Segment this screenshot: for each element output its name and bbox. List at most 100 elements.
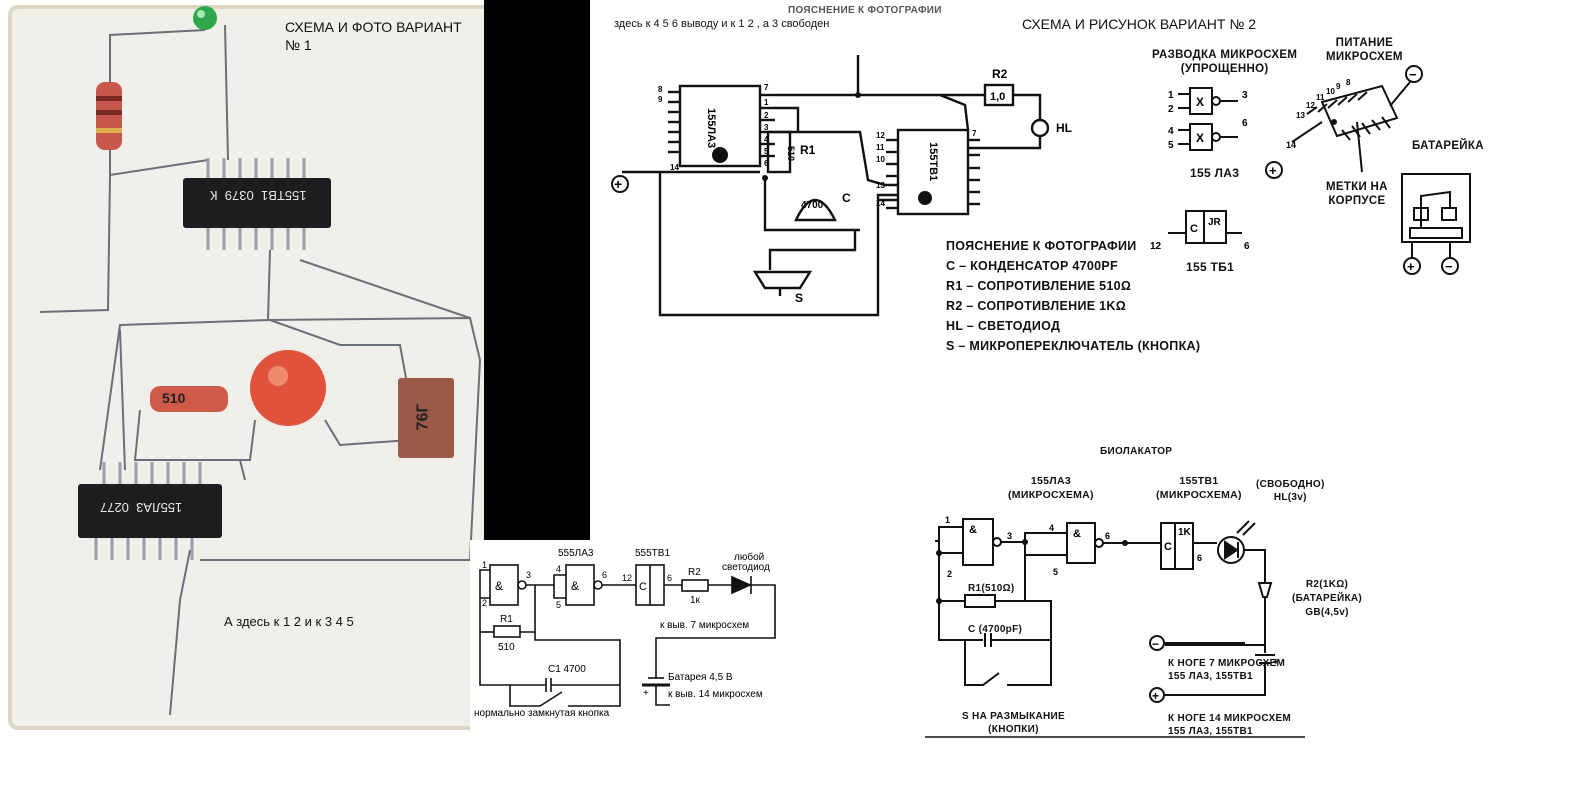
bio-chip1-caption: 155ЛА3 (МИКРОСХЕМА) (1008, 474, 1094, 502)
small-chip2-label: 555ТВ1 (635, 548, 670, 559)
pinout-pin-1: 1 (1168, 90, 1174, 101)
bio-plus-sign: + (1152, 689, 1159, 703)
power-title: ПИТАНИЕ МИКРОСХЕМ (1326, 36, 1403, 64)
power-title-line2: МИКРОСХЕМ (1326, 51, 1403, 63)
bio-led-line1: (СВОБОДНО) (1256, 479, 1325, 490)
bio-plus-terminal-icon (1149, 687, 1165, 703)
bio-switch-caption: S НА РАЗМЫКАНИЕ (КНОПКИ) (962, 710, 1065, 736)
bio-leg14-line1: К НОГЕ 14 МИКРОСХЕМ (1168, 713, 1292, 724)
main-chip2-label: 155ТВ1 (927, 142, 939, 181)
power-pin-10: 10 (1326, 87, 1335, 96)
bio-leg7-line2: 155 ЛА3, 155ТВ1 (1168, 671, 1253, 682)
main-pin-numbers: 7 1 2 3 4 5 6 14 7 12 13 11 10 14 9 8 (658, 83, 977, 208)
bio-r2-line1: R2(1KΩ) (1305, 579, 1349, 590)
power-chip-drawing: + − 14 13 12 11 10 9 8 (1265, 65, 1423, 179)
main-legend: ПОЯСНЕНИЕ К ФОТОГРАФИИ С – КОНДЕНСАТОР 4… (946, 236, 1200, 356)
pinout-trigger-label: 155 ТБ1 (1186, 260, 1235, 274)
bio-pin-4: 4 (1049, 523, 1054, 533)
pinout-pin-6: 6 (1242, 118, 1248, 129)
bio-gate1-symbol: & (969, 524, 977, 536)
main-plus-terminal-icon (611, 175, 629, 193)
battery-drawing: + − (1401, 173, 1471, 275)
battery-plus-sign: + (1407, 259, 1415, 274)
main-r1-label: R1 (800, 143, 816, 157)
main-chip2-box (896, 128, 970, 216)
main-r1-value: 510 (786, 146, 796, 161)
bio-chip2-line1: 155ТВ1 (1179, 475, 1219, 487)
battery-minus-sign: − (1445, 259, 1453, 274)
top-note: здесь к 4 5 6 выводу и к 1 2 , а 3 свобо… (614, 18, 830, 30)
small-note-pin7: к выв. 7 микросхем (660, 620, 749, 631)
main-pin-6: 6 (764, 159, 769, 168)
resistor-510-icon (150, 386, 228, 412)
pinout-trigger-jr: JR (1208, 217, 1222, 228)
small-schematic: & & C 555ЛА3 555ТВ1 R1 510 R2 1к C1 4700… (470, 540, 800, 740)
power-pin-14: 14 (1286, 140, 1296, 150)
bio-pin-2: 2 (947, 569, 952, 579)
small-pin-5: 5 (556, 600, 561, 610)
small-pin-1: 1 (482, 560, 487, 570)
bio-pin-3: 3 (1007, 531, 1012, 541)
bio-r2-line2: (БАТАРЕЙКА) (1292, 593, 1363, 604)
chip-top-marking-model: 155ТВ1 (260, 188, 307, 203)
small-pin-12: 12 (622, 573, 632, 583)
green-led-icon (193, 6, 217, 30)
photo-title-line1: СХЕМА И ФОТО ВАРИАНТ (285, 19, 462, 35)
bio-chip2-caption: 155ТВ1 (МИКРОСХЕМА) (1156, 474, 1242, 502)
main-r2-value: 1,0 (990, 91, 1005, 103)
small-gate2-and: & (571, 579, 579, 593)
bio-r2-caption: R2(1KΩ) (БАТАРЕЙКА) GB(4,5v) (1292, 578, 1362, 620)
small-gate1-and: & (495, 579, 503, 593)
bio-gate1-box (962, 518, 994, 566)
main-chip2-pin-7: 7 (972, 129, 977, 138)
battery-body (1401, 173, 1471, 243)
pinout-trigger-pin-12: 12 (1150, 241, 1162, 252)
pinout-title-line2: (УПРОЩЕННО) (1180, 63, 1269, 75)
bio-r1-label: R1(510Ω) (968, 583, 1015, 594)
variant2-title: СХЕМА И РИСУНОК ВАРИАНТ № 2 (1022, 16, 1257, 32)
capacitor-marking: 76Г (414, 403, 432, 431)
pinout-trigger-c: С (1190, 223, 1198, 235)
photo-title: СХЕМА И ФОТО ВАРИАНТ № 1 (285, 18, 462, 54)
button-component-photo (398, 378, 454, 458)
bio-trigger-c: C (1164, 541, 1172, 553)
main-switch-label: S (795, 291, 803, 305)
bio-chip2-line2: (МИКРОСХЕМА) (1156, 489, 1242, 501)
bio-r2-icon (1257, 582, 1273, 598)
main-pin-5: 5 (764, 147, 769, 156)
main-switch-icon (752, 270, 813, 290)
small-pin-3: 3 (526, 570, 531, 580)
power-chip-body (1320, 84, 1399, 138)
bio-gate2-symbol: & (1073, 528, 1081, 540)
pinout-pin-2: 2 (1168, 104, 1174, 115)
main-led-hl-icon (1030, 118, 1050, 138)
chip-bottom-marking: 155ЛА3 0277 (100, 500, 182, 515)
power-pin-12: 12 (1306, 101, 1315, 110)
small-c1-label: C1 4700 (548, 664, 586, 675)
capacitor-ceramic-icon (250, 350, 326, 426)
bio-pin-6: 6 (1105, 531, 1110, 541)
power-title-line1: ПИТАНИЕ (1335, 37, 1394, 49)
main-schematic: + 155ЛА3 155ТВ1 R2 1,0 R1 510 4700 C HL … (611, 55, 1072, 317)
small-led-line2: светодиод (722, 562, 770, 573)
small-trigger-pin-6: 6 (667, 573, 672, 583)
power-pin-9: 9 (1336, 82, 1341, 91)
main-chip2-pin-10: 10 (876, 155, 885, 164)
bio-pin-5: 5 (1053, 567, 1058, 577)
bio-title: БИОЛАКАТОР (1100, 446, 1173, 457)
power-marks-line1: МЕТКИ НА (1326, 181, 1388, 193)
resistor-510-label: 510 (162, 390, 186, 406)
small-battery-plus: + (643, 688, 649, 699)
main-chip1-pin-8: 8 (658, 85, 663, 94)
main-legend-item-hl: HL – СВЕТОДИОД (946, 319, 1061, 333)
small-r1-label: R1 (500, 614, 513, 625)
small-pin-4: 4 (556, 564, 561, 574)
bio-leg7-line1: К НОГЕ 7 МИКРОСХЕМ (1168, 658, 1286, 669)
small-r1-value: 510 (498, 642, 515, 653)
photo-caption-bottom: А здесь к 1 2 и к 3 4 5 (224, 614, 354, 629)
main-chip2-pin-11: 11 (876, 143, 885, 152)
chip-155la3-photo (78, 484, 222, 538)
main-pin-14: 14 (670, 163, 679, 172)
main-chip1-label: 155ЛА3 (705, 108, 717, 148)
bio-leg14-line2: 155 ЛА3, 155ТВ1 (1168, 726, 1253, 737)
